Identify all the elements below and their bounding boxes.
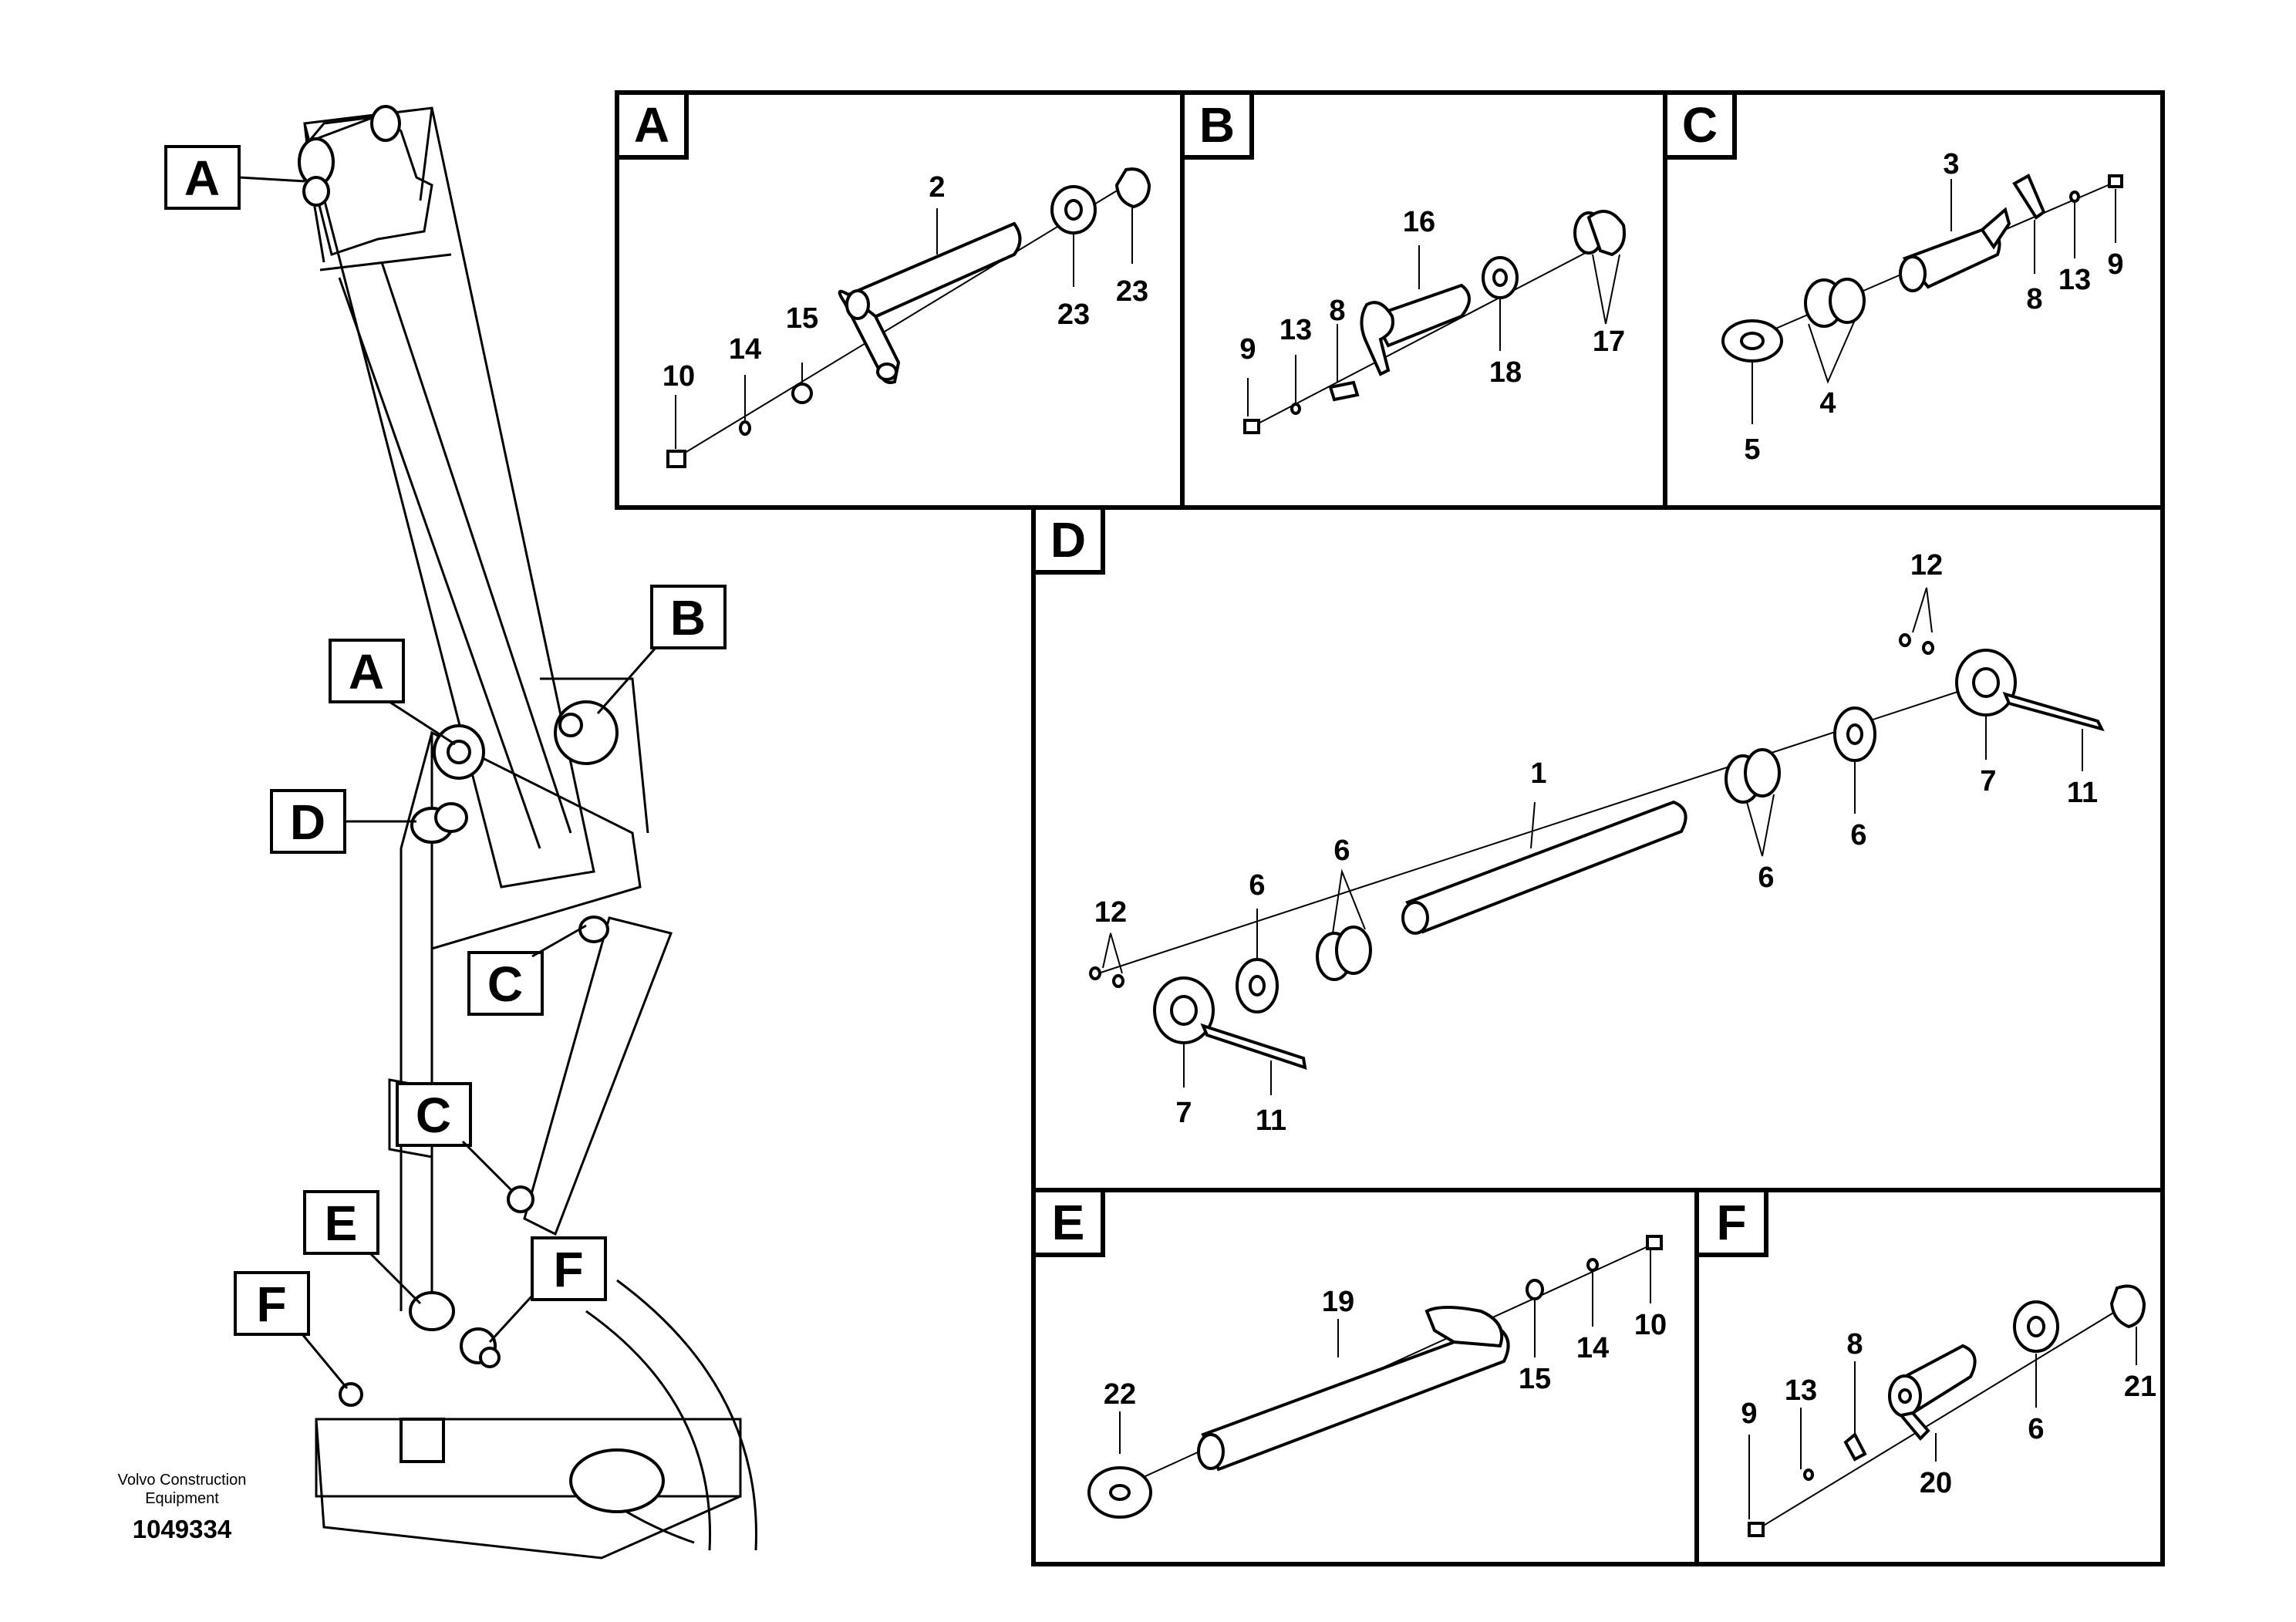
callout-b[interactable]: B <box>596 585 727 714</box>
label-6: 6 <box>2028 1413 2044 1445</box>
company-line-1: Volvo Construction <box>118 1472 247 1489</box>
label-8: 8 <box>1846 1328 1863 1361</box>
label-5: 5 <box>1744 433 1760 466</box>
panel-f-tag: F <box>1716 1195 1746 1250</box>
label-2: 2 <box>929 171 945 204</box>
svg-text:F: F <box>553 1242 583 1297</box>
label-6-b: 6 <box>1758 862 1774 894</box>
label-11-left: 11 <box>1256 1104 1286 1137</box>
svg-text:D: D <box>290 794 325 850</box>
svg-text:F: F <box>256 1276 286 1332</box>
drawing-number: 1049334 <box>133 1515 232 1543</box>
callout-e[interactable]: E <box>303 1190 422 1305</box>
label-1: 1 <box>1530 757 1546 790</box>
callout-d[interactable]: D <box>270 789 416 854</box>
label-6-a: 6 <box>1850 819 1866 851</box>
label-9: 9 <box>1741 1398 1757 1430</box>
label-17: 17 <box>1593 325 1625 358</box>
panel-f: F 8 9 13 20 6 21 <box>1694 1188 2156 1537</box>
panel-e-tag: E <box>1052 1195 1085 1250</box>
callout-f-left[interactable]: F <box>234 1271 349 1389</box>
callout-f-right[interactable]: F <box>488 1236 607 1344</box>
label-13: 13 <box>1279 314 1312 346</box>
panel-e: E 19 22 15 14 10 <box>1031 1188 1667 1519</box>
svg-text:A: A <box>349 644 384 700</box>
label-6-d: 6 <box>1249 869 1265 902</box>
label-9: 9 <box>1239 333 1256 366</box>
label-15: 15 <box>786 302 818 335</box>
label-11-right: 11 <box>2067 777 2098 809</box>
callout-a-top[interactable]: A <box>164 145 305 210</box>
boom-overview <box>298 105 757 1560</box>
label-7-left: 7 <box>1175 1097 1192 1129</box>
label-15: 15 <box>1519 1363 1551 1395</box>
panel-d-tag: D <box>1050 512 1086 568</box>
svg-text:B: B <box>670 590 706 646</box>
panel-d: D 12 7 1 <box>1031 505 2105 1137</box>
label-21: 21 <box>2124 1371 2156 1403</box>
label-7-right: 7 <box>1980 765 1996 798</box>
label-16: 16 <box>1403 206 1435 238</box>
label-12-left: 12 <box>1094 896 1127 929</box>
label-6-c: 6 <box>1333 835 1350 867</box>
label-23-a: 23 <box>1057 298 1090 331</box>
overview-callouts: A A B D C C E <box>164 145 727 1389</box>
label-13: 13 <box>2058 264 2091 296</box>
callout-c-upper[interactable]: C <box>467 924 587 1016</box>
label-4: 4 <box>1819 387 1836 420</box>
callout-c-lower[interactable]: C <box>396 1082 514 1193</box>
label-8: 8 <box>2026 283 2042 315</box>
label-14: 14 <box>729 333 761 366</box>
panel-a: A 2 23 23 15 14 10 <box>615 90 1151 468</box>
label-9: 9 <box>2107 248 2123 281</box>
panel-frames <box>615 90 2165 1566</box>
label-19: 19 <box>1322 1286 1354 1318</box>
label-18: 18 <box>1489 356 1522 389</box>
label-14: 14 <box>1576 1332 1609 1364</box>
label-20: 20 <box>1920 1467 1952 1499</box>
label-22: 22 <box>1104 1378 1136 1411</box>
svg-text:C: C <box>416 1088 451 1143</box>
svg-text:C: C <box>487 956 523 1012</box>
drawing-footer: Volvo Construction Equipment 1049334 <box>118 1472 247 1543</box>
panel-c-tag: C <box>1682 97 1718 153</box>
callout-a-mid[interactable]: A <box>329 639 456 746</box>
label-12-right: 12 <box>1910 549 1943 582</box>
panel-b-tag: B <box>1199 97 1235 153</box>
label-10: 10 <box>1634 1309 1667 1341</box>
panel-a-tag: A <box>634 97 669 153</box>
label-3: 3 <box>1943 148 1959 180</box>
label-23-b: 23 <box>1116 275 1148 308</box>
company-line-2: Equipment <box>145 1490 219 1507</box>
svg-text:E: E <box>325 1195 358 1251</box>
label-10: 10 <box>663 360 695 393</box>
panel-b: B 16 17 18 8 13 9 <box>1180 90 1626 434</box>
panel-c: C 3 8 13 9 4 5 <box>1663 90 2124 466</box>
svg-text:A: A <box>184 150 220 206</box>
label-8: 8 <box>1329 295 1345 327</box>
label-13: 13 <box>1785 1374 1817 1407</box>
